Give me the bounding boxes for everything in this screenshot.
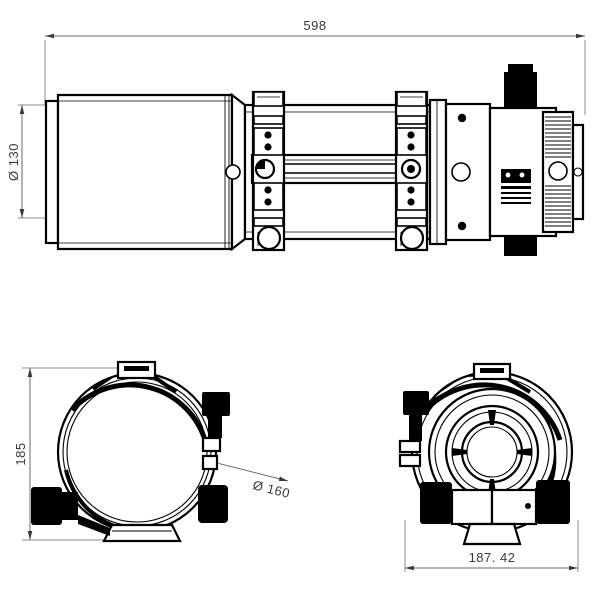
rear-left-accessory	[398, 391, 429, 468]
front-left-accessory	[31, 487, 110, 536]
front-view-left: 185 Ø 160	[13, 360, 292, 543]
tube-ring-front-bottom-step	[253, 217, 284, 227]
rear-housing-screw-bottom	[457, 221, 467, 231]
tube-ring-rear-bolt-upper-1	[407, 131, 415, 139]
front-ring-band-upper-arc	[70, 382, 208, 441]
rear-band-detail-1	[429, 388, 453, 404]
tube-ring-rear-bolt-lower-2	[407, 198, 415, 206]
focuser-button-right	[518, 171, 526, 179]
rear-left-foot-block	[420, 482, 452, 524]
focuser-end-port	[573, 167, 583, 177]
front-right-accessory-head	[202, 392, 230, 416]
tube-ring-rear-top-step	[396, 115, 427, 125]
front-foot-plate	[102, 523, 182, 543]
focuser-button-left	[504, 171, 512, 179]
side-view: 598 Ø 130	[6, 18, 586, 256]
tube-ring-rear-hinge-knob	[399, 225, 425, 251]
tube-side-screw	[225, 164, 241, 180]
front-right-accessory-bracket-2	[201, 454, 219, 471]
rear-housing-screw-top	[457, 113, 467, 123]
focuser-motor-cap	[508, 64, 533, 74]
tube-ring-front-hinge-knob	[256, 225, 282, 251]
rear-right-foot	[490, 480, 570, 526]
rear-spider-tab-left	[452, 448, 467, 456]
front-view-ring	[56, 371, 218, 533]
rear-left-bracket-1	[398, 439, 422, 454]
rear-left-accessory-neck	[409, 415, 422, 441]
rear-spider-tab-top	[488, 410, 496, 425]
focuser-panel-line-3	[501, 197, 531, 199]
optical-tube-barrel	[44, 92, 247, 252]
focuser-assembly	[488, 64, 585, 256]
tube-ring-rear-bolt-lower-1	[407, 186, 415, 194]
focuser-panel-line-4	[501, 202, 531, 204]
rear-focuser-ring-5	[460, 420, 524, 484]
rear-top-lug-slot	[480, 368, 504, 373]
front-top-lug-slot	[124, 366, 149, 371]
front-right-accessory-bracket-1	[201, 436, 222, 453]
tube-ring-rear-top-lug	[396, 91, 427, 107]
dimension-label-overall-width: 187. 42	[469, 550, 516, 565]
focuser-panel-line-1	[501, 186, 531, 189]
front-top-lug	[116, 360, 157, 380]
front-ring-outer	[56, 371, 218, 533]
focuser-motor-housing	[504, 72, 537, 108]
tube-ring-rear-bolt-upper-2	[407, 143, 415, 151]
dovetail-clamp-knob-rear-center	[407, 165, 415, 173]
focuser-bottom-stub	[504, 236, 537, 256]
rear-top-lug	[472, 362, 512, 381]
rear-right-foot-block	[536, 480, 570, 524]
rear-housing-port	[451, 162, 471, 182]
front-right-foot-block	[198, 485, 228, 523]
tube-ring-front-top-step	[253, 115, 284, 125]
tube-ring-front-top-lug	[253, 91, 284, 107]
rear-left-accessory-head	[403, 391, 429, 415]
front-left-accessory-neck	[62, 492, 78, 520]
focuser-panel-line-2	[501, 192, 531, 194]
tube-ring-front-bolt-lower-1	[264, 186, 272, 194]
rear-foot-plate	[462, 522, 522, 546]
tube-ring-front-bolt-lower-2	[264, 198, 272, 206]
front-ring-band-top-facet	[91, 373, 178, 394]
dimension-label-tube-diameter: Ø 130	[6, 143, 21, 181]
dimension-label-overall-length: 598	[303, 18, 326, 33]
dovetail-clamp-knob-front-fill	[256, 160, 265, 169]
rear-right-foot-screw	[525, 503, 531, 509]
rear-left-foot	[420, 482, 494, 526]
focuser-knurl-lines	[545, 116, 571, 227]
rear-housing-flange	[428, 98, 448, 246]
dovetail-slot	[279, 163, 406, 174]
front-left-accessory-body	[31, 487, 62, 525]
rear-left-foot-plate	[450, 488, 494, 526]
front-bottom-foot	[102, 523, 182, 543]
dew-shield-ring	[44, 99, 60, 245]
tube-body	[56, 93, 234, 251]
rear-bottom-foot	[462, 522, 522, 546]
rear-view-right: 187. 42	[398, 362, 579, 572]
rear-left-bracket-2	[398, 453, 422, 468]
front-right-accessory	[198, 392, 230, 523]
tube-ring-front-bolt-upper-1	[264, 131, 272, 139]
front-right-accessory-neck	[208, 416, 222, 438]
dimension-label-ring-height: 185	[13, 442, 28, 465]
front-left-accessory-arm	[78, 515, 110, 536]
focuser-ring-hub	[548, 161, 568, 181]
rear-spider-tab-right	[517, 448, 532, 456]
tube-ring-front-bolt-upper-2	[264, 143, 272, 151]
dovetail-clamp-knobs	[254, 158, 422, 180]
rear-housing	[428, 98, 492, 246]
tube-ring-rear-bottom-step	[396, 217, 427, 227]
